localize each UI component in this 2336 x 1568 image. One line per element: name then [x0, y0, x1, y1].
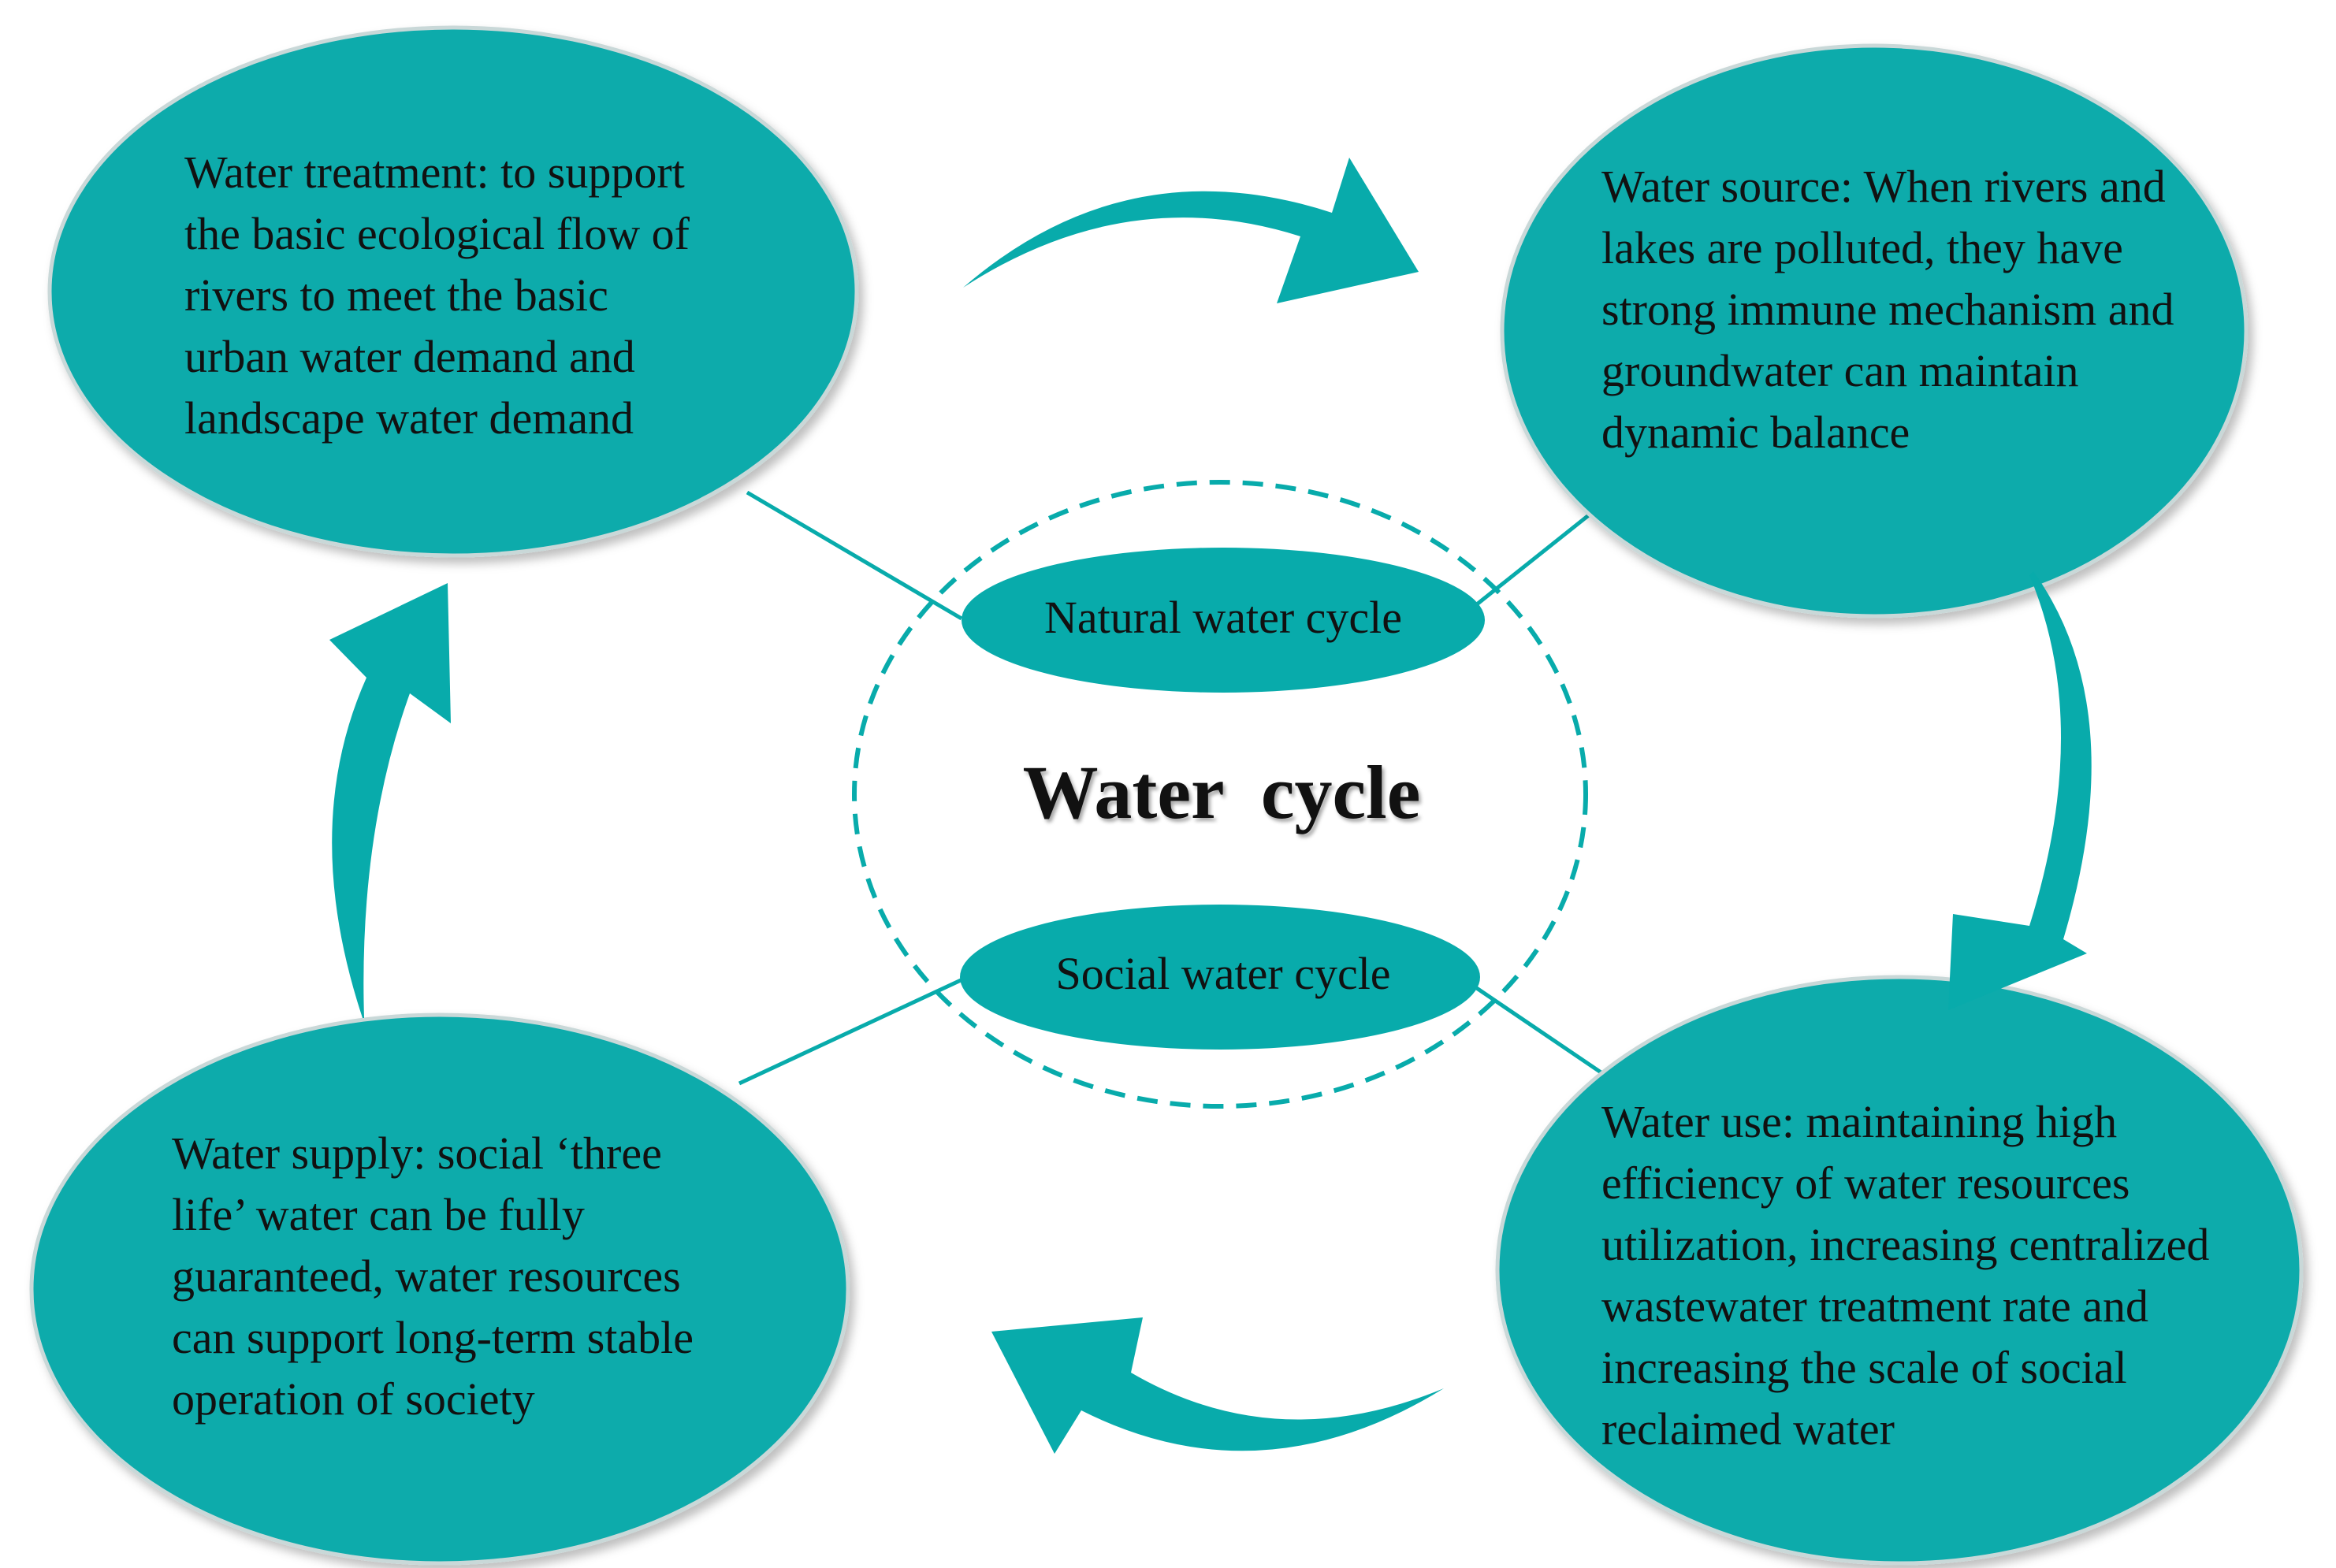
natural-water-cycle-label: Natural water cycle	[1043, 592, 1403, 643]
central-dashed-circle	[852, 480, 1588, 1109]
water-source-ellipse	[1500, 43, 2249, 619]
arrow-use-to-supply	[991, 1317, 1444, 1454]
arrow-source-to-use	[1948, 571, 2092, 1010]
water-use-ellipse	[1495, 975, 2304, 1566]
connector-supply-social	[738, 973, 973, 1086]
water-use-text: Water use: maintaining high efficiency o…	[1601, 1096, 2210, 1455]
connector-treatment-natural	[746, 490, 963, 621]
connector-use-social	[1456, 973, 1619, 1086]
water-treatment-text: Water treatment: to support the basic ec…	[184, 147, 690, 444]
arrow-supply-to-treatment	[329, 583, 451, 1018]
water-treatment-ellipse	[47, 25, 859, 558]
water-supply-ellipse	[29, 1013, 850, 1566]
social-cycle-ellipse	[960, 905, 1480, 1050]
social-water-cycle-label: Social water cycle	[1055, 948, 1391, 999]
natural-cycle-ellipse	[962, 548, 1485, 693]
water-source-text: Water source: When rivers and lakes are …	[1601, 161, 2174, 458]
arrow-treatment-to-source	[963, 158, 1419, 303]
water-supply-text: Water supply: social ‘three life’ water …	[172, 1128, 694, 1425]
center-title: Water cycle	[1022, 750, 1421, 834]
